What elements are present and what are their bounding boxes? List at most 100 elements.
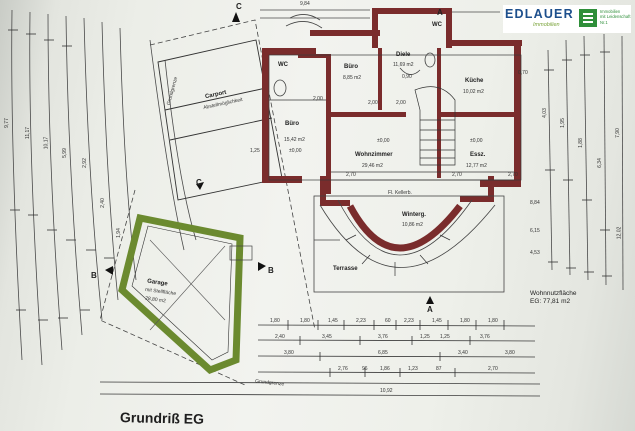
dim-left-4: 2,92 [81, 158, 88, 168]
marker-b-right: B [268, 266, 274, 275]
dim-b2-2: 3,76 [378, 334, 388, 340]
plan-title: Grundriß EG [119, 409, 205, 427]
right-ticks [544, 51, 612, 277]
room-area-essz: 12,77 m2 [466, 163, 487, 169]
logo-icon [579, 9, 597, 27]
terrace-outline [313, 195, 505, 293]
right-dimension-lines [547, 33, 624, 291]
dim-b1-3: 2,23 [356, 318, 366, 324]
dim-right-0: 4,03 [541, 108, 548, 118]
marker-a-top: A [437, 8, 443, 17]
dim-top-total: 9,84 [300, 1, 310, 7]
dim-b2-5: 3,76 [480, 334, 490, 340]
dim-b2-4: 1,25 [440, 334, 450, 340]
dim-left-6: 1,94 [115, 228, 122, 238]
dim-b4-3: 1,23 [408, 366, 418, 372]
section-triangles [105, 12, 434, 304]
dim-left-2: 10,17 [43, 136, 50, 150]
dim-misc-3: 2,70 [346, 172, 356, 178]
dim-right-2: 1,88 [577, 138, 584, 148]
marker-a-bottom: A [427, 305, 433, 314]
dim-b1-1: 1,80 [300, 318, 310, 324]
dim-misc-11: ±0,00 [470, 138, 483, 144]
dim-b4-0: 2,76 [338, 366, 348, 372]
room-label-essz: Essz. [470, 152, 486, 158]
parcel-boundary [99, 19, 316, 386]
dim-b1-7: 1,80 [460, 318, 470, 324]
dim-misc-4: 2,70 [452, 172, 462, 178]
marker-b-left: B [91, 271, 97, 280]
dim-b2-1: 3,45 [322, 334, 332, 340]
garage [118, 213, 253, 375]
house-walls [262, 8, 522, 206]
room-area-kueche: 10,02 m2 [463, 89, 484, 95]
logo-tagline-2: mit Leidenschaft [600, 14, 631, 20]
dim-misc-0: 2,00 [313, 96, 323, 102]
room-label-diele: Diele [396, 52, 411, 58]
left-ticks [8, 29, 114, 321]
dim-misc-9: ±0,00 [289, 148, 302, 154]
room-label-buero-top: Büro [344, 64, 358, 70]
marker-c-top: C [236, 2, 242, 11]
dim-right-5: 12,02 [616, 226, 623, 240]
room-label-terrasse: Terrasse [333, 266, 358, 272]
logo-tagline: Immobilien mit Leidenschaft Nr.1 [600, 9, 631, 25]
dim-misc-13: 6,15 [530, 228, 540, 234]
dim-bottom-total: 10,92 [380, 388, 393, 394]
edlauer-logo: EDLAUER Immobilien Immobilien mit Leiden… [503, 5, 631, 33]
winter-garden [319, 199, 496, 276]
dim-misc-2: 2,00 [396, 100, 406, 106]
dim-b1-2: 1,45 [328, 318, 338, 324]
logo-tagline-1: Immobilien [600, 9, 621, 14]
annotation-kellerb: Fl. Kellerb. [388, 190, 412, 196]
room-label-kueche: Küche [465, 78, 484, 84]
dim-b1-5: 2,23 [404, 318, 414, 324]
dim-b4-2: 1,86 [380, 366, 390, 372]
staircase [414, 86, 456, 166]
dim-b3-2: 3,40 [458, 350, 468, 356]
room-label-wc-left: WC [278, 62, 288, 68]
dim-misc-14: 4,53 [530, 250, 540, 256]
dim-b3-0: 3,80 [284, 350, 294, 356]
bottom-ticks [287, 320, 505, 377]
area-note-value: EG: 77,81 m2 [530, 298, 571, 305]
dim-misc-12: 8,84 [530, 200, 540, 206]
room-area-wohnzimmer: 29,46 m2 [362, 163, 383, 169]
dim-misc-10: ±0,00 [377, 138, 390, 144]
marker-c-mid: C [196, 178, 202, 187]
dim-misc-5: 2,70 [508, 172, 518, 178]
dim-left-0: 9,77 [3, 118, 10, 128]
room-label-buero-left: Büro [285, 121, 299, 127]
room-area-buero-left: 15,42 m2 [284, 137, 305, 143]
room-area-buero-top: 8,85 m2 [343, 75, 362, 81]
logo-tagline-3: Nr.1 [600, 19, 608, 25]
room-area-winterg: 10,86 m2 [402, 222, 423, 228]
house-interior-lines [268, 54, 522, 181]
entry-arcs [273, 14, 436, 97]
dim-left-5: 2,40 [99, 198, 106, 208]
dim-left-3: 5,99 [61, 148, 68, 158]
dim-b2-0: 2,40 [275, 334, 285, 340]
dim-misc-7: 0,70 [518, 70, 528, 76]
room-label-wohnzimmer: Wohnzimmer [355, 152, 393, 158]
dim-b2-3: 1,25 [420, 334, 430, 340]
dim-b4-1: 96 [362, 366, 368, 372]
dim-misc-1: 2,00 [368, 100, 378, 106]
dim-b1-4: 60 [385, 318, 391, 324]
dim-b3-3: 3,80 [505, 350, 515, 356]
dim-misc-8: 0,90 [402, 74, 412, 80]
dim-b3-1: 6,85 [378, 350, 388, 356]
dim-right-3: 6,34 [596, 158, 603, 168]
dim-b4-4: 87 [436, 366, 442, 372]
logo-script: Immobilien [533, 22, 560, 28]
dim-b4-5: 2,70 [488, 366, 498, 372]
dim-left-1: 11,17 [25, 126, 32, 140]
area-note: Wohnnutzfläche EG: 77,81 m2 [530, 290, 577, 306]
dim-misc-6: 1,25 [250, 148, 260, 154]
dim-right-4: 7,90 [614, 128, 621, 138]
dim-b1-8: 1,80 [488, 318, 498, 324]
room-label-wc-right: WC [432, 22, 442, 28]
dim-right-1: 1,95 [559, 118, 566, 128]
